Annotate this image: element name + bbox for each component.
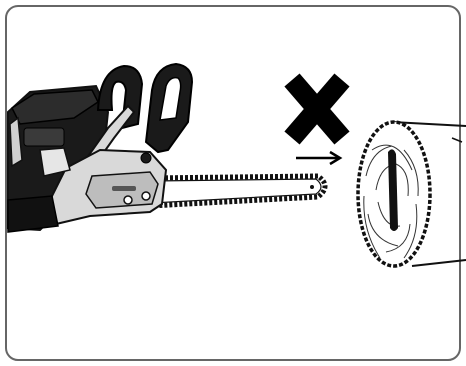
bar-nut xyxy=(124,196,132,204)
bar-nut xyxy=(142,192,150,200)
